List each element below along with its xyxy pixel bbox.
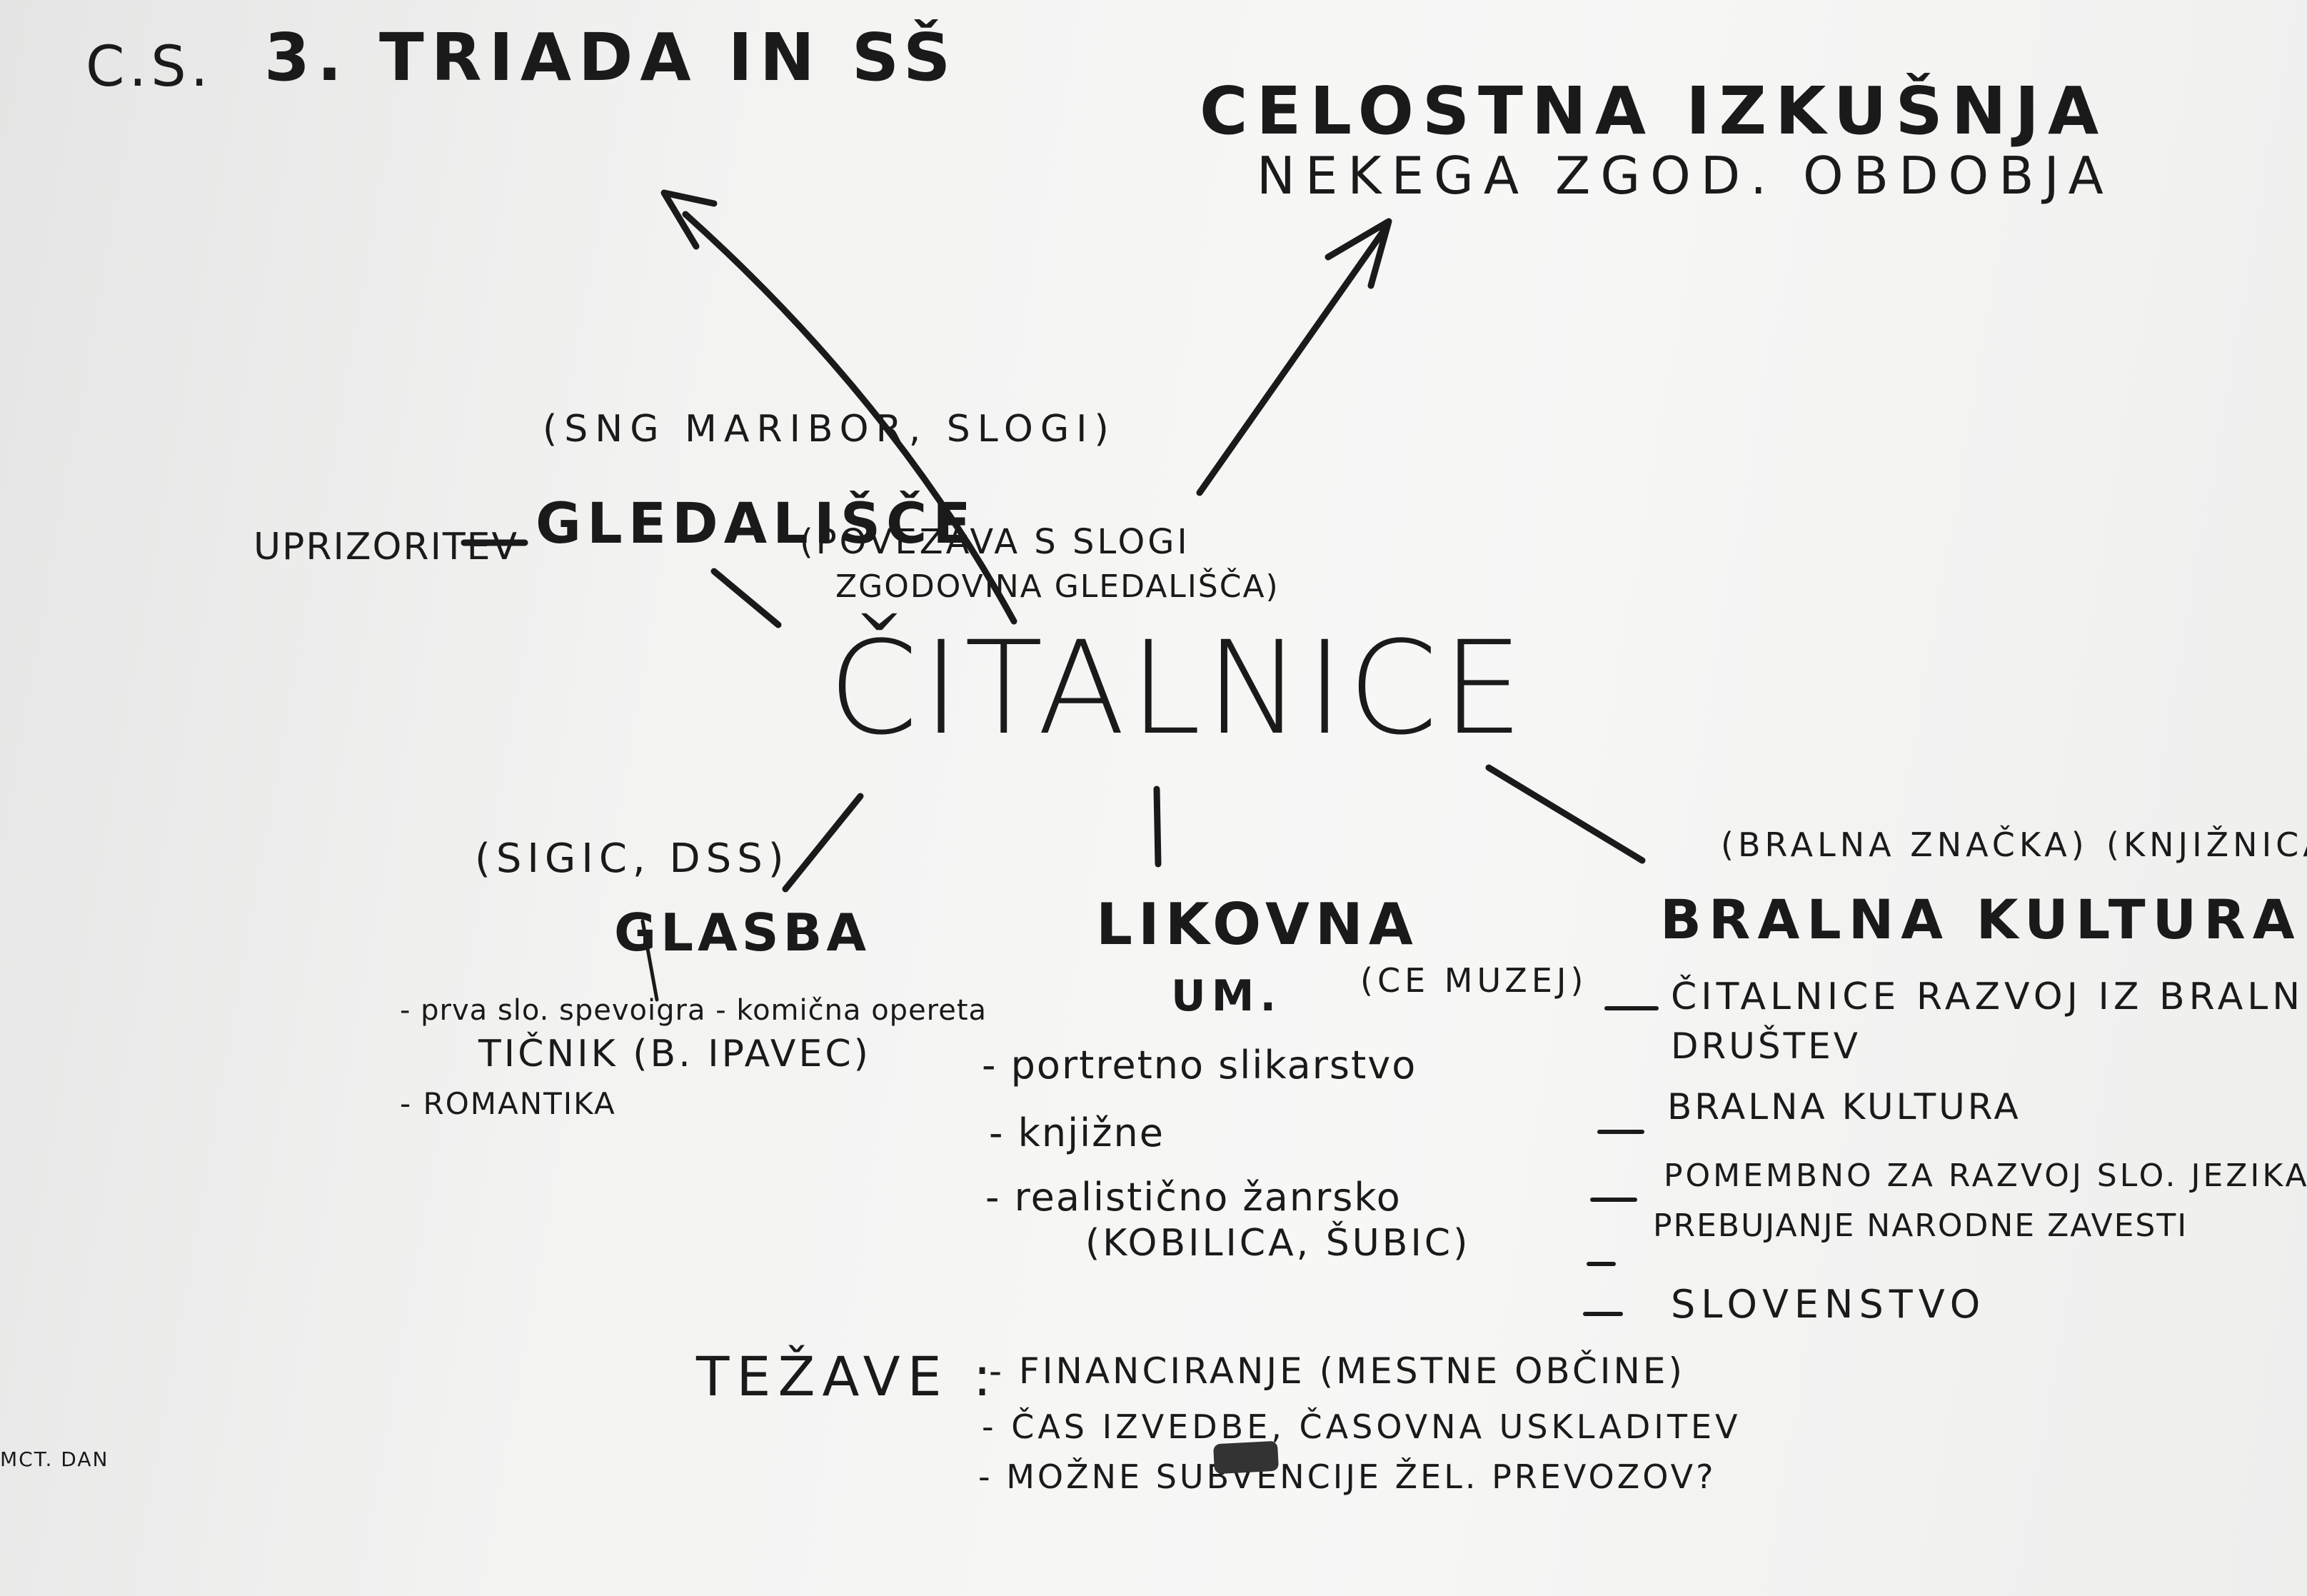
center-label: ČITALNICE	[828, 614, 1528, 763]
glasba-item-3: - ROMANTIKA	[400, 1086, 616, 1121]
redaction-blot	[1212, 1440, 1280, 1475]
likovna-label-2: UM.	[1171, 971, 1282, 1021]
bralna-note-2: (KNJIŽNICA)	[2106, 825, 2307, 864]
glasba-item-1: - prva slo. spevoigra - komična opereta	[400, 994, 987, 1027]
glasba-label: GLASBA	[614, 903, 871, 963]
bralna-item-6: SLOVENSTVO	[1671, 1282, 1986, 1327]
goal-subtitle: NEKEGA ZGOD. OBDOBJA	[1257, 146, 2114, 206]
gledalisce-note-right-2: ZGODOVINA GLEDALIŠČA)	[835, 568, 1280, 605]
gledalisce-label: GLEDALIŠČE	[536, 492, 977, 556]
gledalisce-note: (SNG MARIBOR, SLOGI)	[543, 408, 1116, 451]
line-likovna	[1153, 786, 1162, 868]
likovna-note: (CE MUZEJ)	[1360, 961, 1588, 1000]
arrow-head-title	[660, 189, 718, 250]
gledalisce-note-right-1: (POVEZAVA S SLOGI	[800, 522, 1190, 562]
bralna-item-2: DRUŠTEV	[1671, 1025, 1861, 1067]
header-title: 3. TRIADA IN SŠ	[264, 19, 958, 96]
tezave-item-2: - ČAS IZVEDBE, ČASOVNA USKLADITEV	[982, 1407, 1741, 1446]
arrow-to-title	[682, 211, 1017, 625]
glasba-note: (SIGIC, DSS)	[475, 835, 790, 882]
tezave-item-3: - MOŽNE SUBVENCIJE ŽEL. PREVOZOV?	[978, 1457, 1717, 1496]
line-bralna	[1485, 764, 1646, 864]
likovna-label-1: LIKOVNA	[1096, 891, 1419, 958]
likovna-item-1: - portretno slikarstvo	[982, 1043, 1417, 1088]
bralna-label: BRALNA KULTURA	[1660, 888, 2302, 951]
line-gledalisce	[710, 568, 782, 628]
header-prefix: C.S.	[86, 35, 213, 99]
bralna-note-1: (BRALNA ZNAČKA)	[1721, 825, 2089, 864]
tezave-item-1: - FINANCIRANJE (MESTNE OBČINE)	[989, 1350, 1686, 1392]
glasba-item-2: TIČNIK (B. IPAVEC)	[478, 1033, 871, 1075]
likovna-item-2: - knjižne	[989, 1110, 1165, 1155]
bralna-item-5: PREBUJANJE NARODNE ZAVESTI	[1653, 1208, 2188, 1244]
bralna-item-4: POMEMBNO ZA RAZVOJ SLO. JEZIKA	[1664, 1158, 2307, 1194]
arrow-to-goal	[1196, 225, 1389, 496]
line-glasba-down	[640, 919, 659, 1002]
goal-title: CELOSTNA IZKUŠNJA	[1200, 73, 2108, 149]
likovna-item-4: (KOBILICA, ŠUBIC)	[1085, 1222, 1471, 1265]
uprizoritev-label: UPRIZORITEV	[253, 526, 519, 568]
likovna-item-3: - realistično žanrsko	[985, 1175, 1402, 1220]
line-glasba	[782, 793, 864, 893]
corner-note: MCT. DAN	[0, 1447, 109, 1471]
bralna-item-3: BRALNA KULTURA	[1667, 1086, 2021, 1128]
arrow-head-goal	[1325, 218, 1392, 289]
tezave-label: TEŽAVE :	[696, 1345, 999, 1408]
bralna-item-1: ČITALNICE RAZVOJ IZ BRALNIH	[1671, 975, 2307, 1018]
